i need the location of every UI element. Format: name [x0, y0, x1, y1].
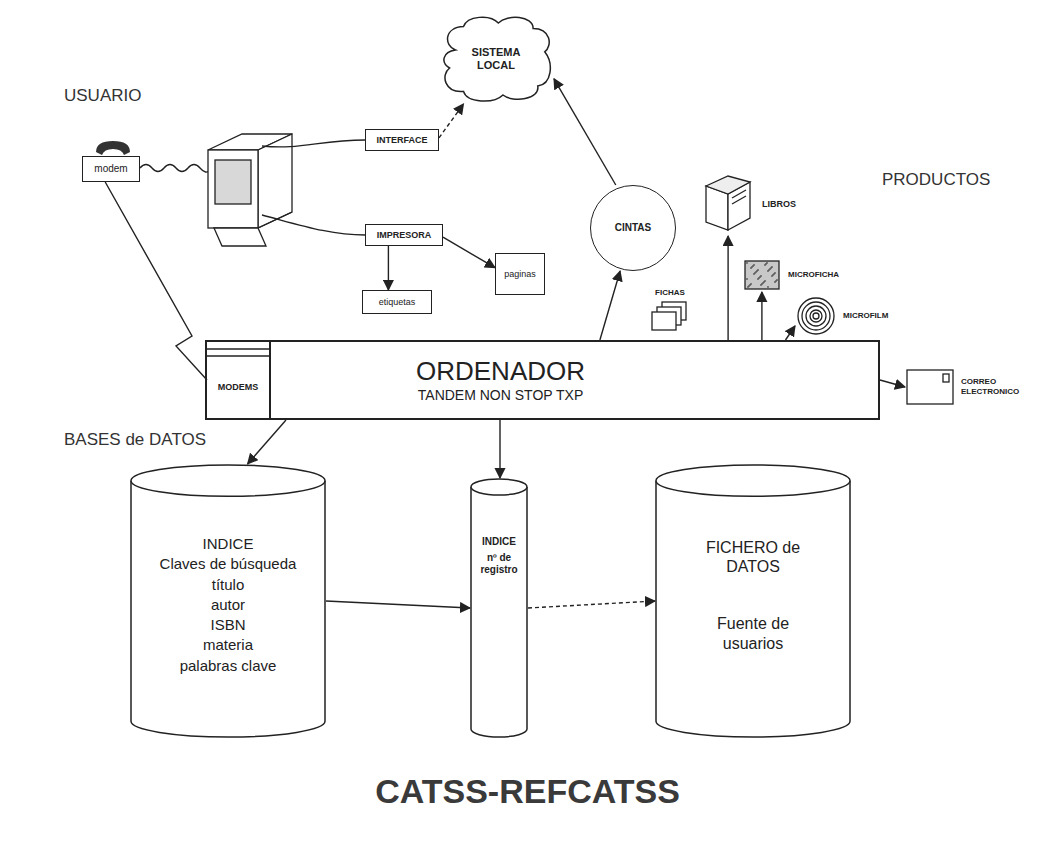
connector: [600, 271, 620, 340]
process-box: IMPRESORA: [365, 224, 443, 246]
node-text: INDICE: [203, 534, 254, 554]
connector: [248, 420, 286, 464]
database-cylinder: FICHERO de DATOS Fuente de usuarios: [655, 464, 851, 738]
connector: [727, 236, 728, 340]
product-item: FICHAS: [642, 288, 698, 340]
connector: [388, 246, 389, 290]
node-text: Fuente de usuarios: [693, 614, 813, 652]
product-item: MICROFILM: [795, 296, 925, 336]
telephone-icon: [96, 141, 130, 155]
computer-box: ORDENADORTANDEM NON STOP TXP MODEMS: [205, 340, 880, 420]
node-text: materia: [203, 635, 253, 655]
node-text: IMPRESORA: [377, 230, 432, 241]
node-text: FICHERO de DATOS: [693, 538, 813, 576]
cards-icon: [648, 300, 692, 332]
database-cylinder: INDICE nº de registro: [470, 478, 528, 738]
connector: [880, 380, 905, 387]
node-text: CORREO ELECTRONICO: [961, 377, 1050, 396]
book-icon: [700, 172, 756, 236]
node-text: autor: [211, 595, 245, 615]
database-cylinder: INDICEClaves de búsquedatítuloautorISBNm…: [130, 464, 326, 738]
mail-icon: [905, 366, 955, 408]
connector: [554, 79, 616, 185]
cylinder-outline: [470, 478, 528, 738]
connector: [439, 104, 464, 138]
process-box: INTERFACE: [365, 129, 439, 151]
product-item: LIBROS: [700, 172, 820, 236]
node-text: TANDEM NON STOP TXP: [418, 387, 583, 404]
node-text: INDICE: [482, 536, 516, 548]
node-text: MICROFILM: [843, 311, 888, 321]
node-text: modem: [94, 163, 127, 175]
cylinder-outline: [655, 464, 851, 738]
cable-line: [262, 215, 365, 235]
page-sheet: paginas: [495, 253, 545, 295]
cable-line: [140, 165, 210, 173]
label-sheet: etiquetas: [362, 290, 432, 314]
fiche-icon: [742, 258, 782, 292]
node-text: ORDENADOR: [416, 356, 585, 387]
cloud-shape: SISTEMA LOCAL: [438, 14, 554, 104]
section-label: BASES de DATOS: [64, 430, 206, 450]
connector: [761, 292, 762, 340]
film-icon: [795, 296, 837, 336]
connector: [105, 182, 207, 380]
product-item: CORREO ELECTRONICO: [905, 366, 1050, 408]
node-text: MICROFICHA: [788, 270, 839, 280]
diagram-title: CATSS-REFCATSS: [0, 772, 1055, 811]
connector: [499, 420, 500, 478]
panel-stripe: [207, 355, 271, 356]
panel-stripe: [207, 348, 271, 349]
connector: [786, 326, 796, 340]
node-text: etiquetas: [379, 297, 416, 308]
node-text: LIBROS: [762, 199, 796, 210]
node-text: CINTAS: [615, 222, 651, 234]
connector: [443, 237, 495, 268]
connector: [326, 601, 470, 608]
section-label: USUARIO: [64, 86, 141, 106]
product-item: MICROFICHA: [742, 258, 872, 292]
tape-circle: CINTAS: [590, 185, 676, 271]
node-text: MODEMS: [218, 382, 259, 393]
node-text: SISTEMA LOCAL: [461, 46, 531, 72]
node-text: INTERFACE: [376, 135, 427, 146]
node-text: Claves de búsqueda: [160, 554, 297, 574]
node-text: FICHAS: [655, 288, 685, 298]
node-text: nº de registro: [477, 552, 521, 576]
node-text: título: [212, 575, 245, 595]
node-text: palabras clave: [180, 656, 277, 676]
node-text: paginas: [504, 269, 536, 280]
connector: [528, 601, 655, 608]
section-label: PRODUCTOS: [882, 170, 990, 190]
modems-section: MODEMS: [207, 342, 271, 418]
node-text: ISBN: [210, 615, 245, 635]
terminal-illustration: [208, 134, 292, 246]
modem-box: modem: [82, 156, 140, 182]
cable-line: [262, 140, 365, 147]
